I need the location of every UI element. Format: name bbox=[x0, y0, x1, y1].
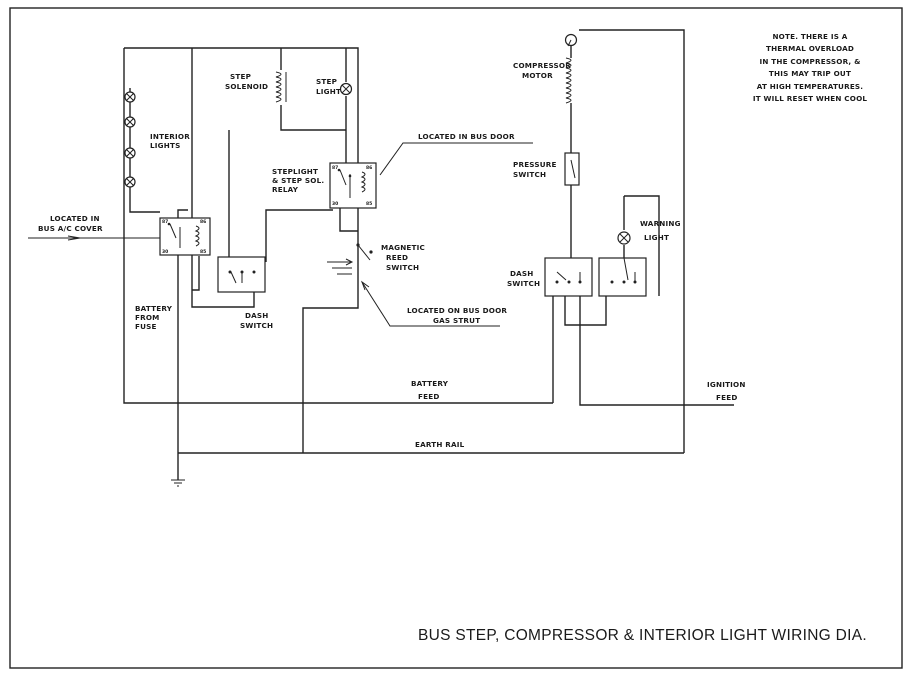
note-line-1: NOTE. THERE IS A bbox=[772, 32, 847, 41]
relay-pin-30: 30 bbox=[162, 249, 168, 255]
label-compressor-2: MOTOR bbox=[522, 71, 553, 80]
dash-switch-right-2 bbox=[598, 257, 647, 297]
arrow-icon bbox=[360, 280, 370, 291]
relay-pin-87: 87 bbox=[162, 219, 168, 225]
interior-lights bbox=[124, 91, 136, 188]
label-warning-light-2: LIGHT bbox=[644, 233, 669, 242]
label-battery-feed-1: BATTERY bbox=[411, 379, 449, 388]
right-circuit bbox=[552, 29, 734, 453]
lamp-icon bbox=[124, 91, 136, 103]
label-located-ac-1: LOCATED IN bbox=[50, 214, 100, 223]
note-line-3: IN THE COMPRESSOR, & bbox=[759, 57, 860, 66]
diagram-title: BUS STEP, COMPRESSOR & INTERIOR LIGHT WI… bbox=[418, 627, 867, 644]
label-battery-fuse-2: FROM bbox=[135, 313, 160, 322]
label-step-solenoid-2: SOLENOID bbox=[225, 82, 268, 91]
label-dash-switch-right-2: SWITCH bbox=[507, 279, 540, 288]
sheet-border bbox=[9, 7, 903, 669]
warning-light-lamp bbox=[617, 231, 631, 245]
lamp-icon bbox=[124, 116, 136, 128]
label-located-bus-door: LOCATED IN BUS DOOR bbox=[418, 132, 515, 141]
note-line-4: THIS MAY TRIP OUT bbox=[769, 69, 851, 78]
label-battery-feed-2: FEED bbox=[418, 392, 440, 401]
label-earth-rail: EARTH RAIL bbox=[415, 440, 465, 449]
relay-pin-86: 86 bbox=[366, 165, 372, 171]
leader-bus-door bbox=[379, 142, 533, 176]
label-ignition-feed-2: FEED bbox=[716, 393, 738, 402]
label-battery-fuse-3: FUSE bbox=[135, 322, 157, 331]
step-solenoid-coil bbox=[275, 71, 287, 103]
relay-pin-85: 85 bbox=[366, 201, 372, 207]
label-located-ac-2: BUS A/C COVER bbox=[38, 224, 103, 233]
note-line-5: AT HIGH TEMPERATURES. bbox=[757, 82, 864, 91]
label-steplight-relay-2: & STEP SOL. bbox=[272, 176, 324, 185]
magnetic-reed-switch bbox=[327, 231, 373, 308]
label-reed-switch-3: SWITCH bbox=[386, 263, 419, 272]
label-reed-switch-2: REED bbox=[386, 253, 408, 262]
label-gas-strut-1: LOCATED ON BUS DOOR bbox=[407, 306, 507, 315]
note-line-2: THERMAL OVERLOAD bbox=[766, 44, 854, 53]
compressor-motor bbox=[564, 33, 578, 104]
lamp-icon bbox=[124, 147, 136, 159]
note-line-6: IT WILL RESET WHEN COOL bbox=[753, 94, 868, 103]
pressure-switch bbox=[564, 152, 580, 186]
lamp-icon bbox=[124, 176, 136, 188]
label-ignition-feed-1: IGNITION bbox=[707, 380, 746, 389]
label-steplight-relay-3: RELAY bbox=[272, 185, 299, 194]
label-pressure-switch-2: SWITCH bbox=[513, 170, 546, 179]
label-warning-light-1: WARNING bbox=[640, 219, 681, 228]
label-step-solenoid-1: STEP bbox=[230, 72, 251, 81]
relay-pin-85: 85 bbox=[200, 249, 206, 255]
label-dash-switch-right-1: DASH bbox=[510, 269, 534, 278]
dash-switch-left bbox=[217, 256, 266, 293]
label-steplight-relay-1: STEPLIGHT bbox=[272, 167, 318, 176]
label-gas-strut-2: GAS STRUT bbox=[433, 316, 480, 325]
label-compressor-1: COMPRESSOR bbox=[513, 61, 571, 70]
label-dash-switch-left-1: DASH bbox=[245, 311, 269, 320]
label-step-light-2: LIGHT bbox=[316, 87, 341, 96]
relay-pin-87: 87 bbox=[332, 165, 338, 171]
label-step-light-1: STEP bbox=[316, 77, 337, 86]
relay-left: 87 86 30 85 bbox=[159, 217, 211, 256]
label-dash-switch-left-2: SWITCH bbox=[240, 321, 273, 330]
label-interior-lights-2: LIGHTS bbox=[150, 141, 180, 150]
step-light-lamp bbox=[339, 82, 353, 96]
relay-pin-30: 30 bbox=[332, 201, 338, 207]
label-reed-switch-1: MAGNETIC bbox=[381, 243, 425, 252]
steplight-relay: 87 86 30 85 bbox=[329, 162, 377, 209]
note-block: NOTE. THERE IS A THERMAL OVERLOAD IN THE… bbox=[753, 32, 868, 103]
left-circuit bbox=[28, 47, 684, 487]
leader-gas-strut bbox=[361, 281, 500, 327]
label-battery-fuse-1: BATTERY bbox=[135, 304, 173, 313]
label-interior-lights-1: INTERIOR bbox=[150, 132, 190, 141]
dash-switch-right-1 bbox=[544, 257, 593, 297]
label-pressure-switch-1: PRESSURE bbox=[513, 160, 557, 169]
relay-pin-86: 86 bbox=[200, 219, 206, 225]
